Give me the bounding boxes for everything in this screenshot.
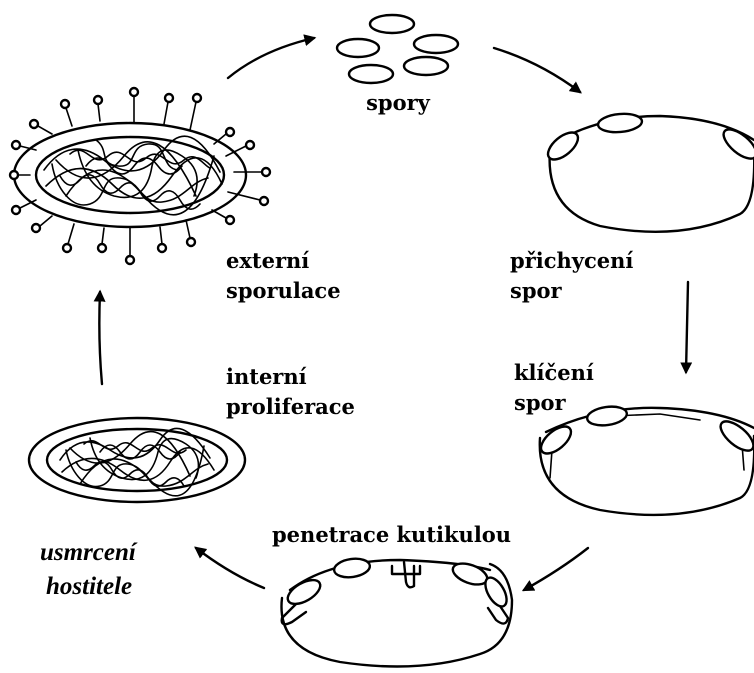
penetrating-spore xyxy=(333,557,371,580)
spore xyxy=(370,15,414,33)
spores-group xyxy=(337,15,458,83)
attached-spore xyxy=(543,128,582,165)
arrow-to-penetration xyxy=(524,548,588,590)
label-internal-1: interní xyxy=(226,364,307,389)
label-germination-2: spor xyxy=(514,390,567,415)
host-outer xyxy=(29,418,245,502)
spore xyxy=(349,65,393,83)
label-internal-2: proliferace xyxy=(226,394,355,419)
penetrating-spore xyxy=(450,559,490,588)
germination-body xyxy=(536,404,754,515)
spore xyxy=(337,39,379,57)
external-conidia xyxy=(10,88,270,264)
germinating-spore xyxy=(586,404,628,427)
spore xyxy=(414,35,458,53)
dead-host-body xyxy=(29,418,245,502)
label-host-death-1: usmrcení xyxy=(40,539,138,566)
arrow-to-attachment xyxy=(494,48,580,92)
arrow-to-external-sporulation xyxy=(99,292,102,384)
arrow-to-host-death xyxy=(196,548,264,588)
germinating-spore xyxy=(716,416,754,456)
attached-spore xyxy=(597,112,642,134)
arrow-to-spores xyxy=(228,38,314,78)
label-host-death-2: hostitele xyxy=(46,573,132,600)
label-penetration: penetrace kutikulou xyxy=(272,522,511,547)
spore xyxy=(404,57,448,75)
host-inner xyxy=(47,429,227,491)
attachment-body xyxy=(543,112,754,232)
attached-spore xyxy=(719,124,754,164)
arrow-to-germination xyxy=(686,282,688,372)
host-outer xyxy=(14,123,246,227)
label-attachment-2: spor xyxy=(510,278,563,303)
label-germination-1: klíčení xyxy=(514,360,594,385)
label-external-2: sporulace xyxy=(226,278,341,303)
label-external-1: externí xyxy=(226,248,309,273)
label-attachment-1: přichycení xyxy=(510,248,633,273)
sporulating-host-body xyxy=(10,88,270,264)
penetration-body xyxy=(281,557,512,667)
label-spores: spory xyxy=(366,90,431,115)
